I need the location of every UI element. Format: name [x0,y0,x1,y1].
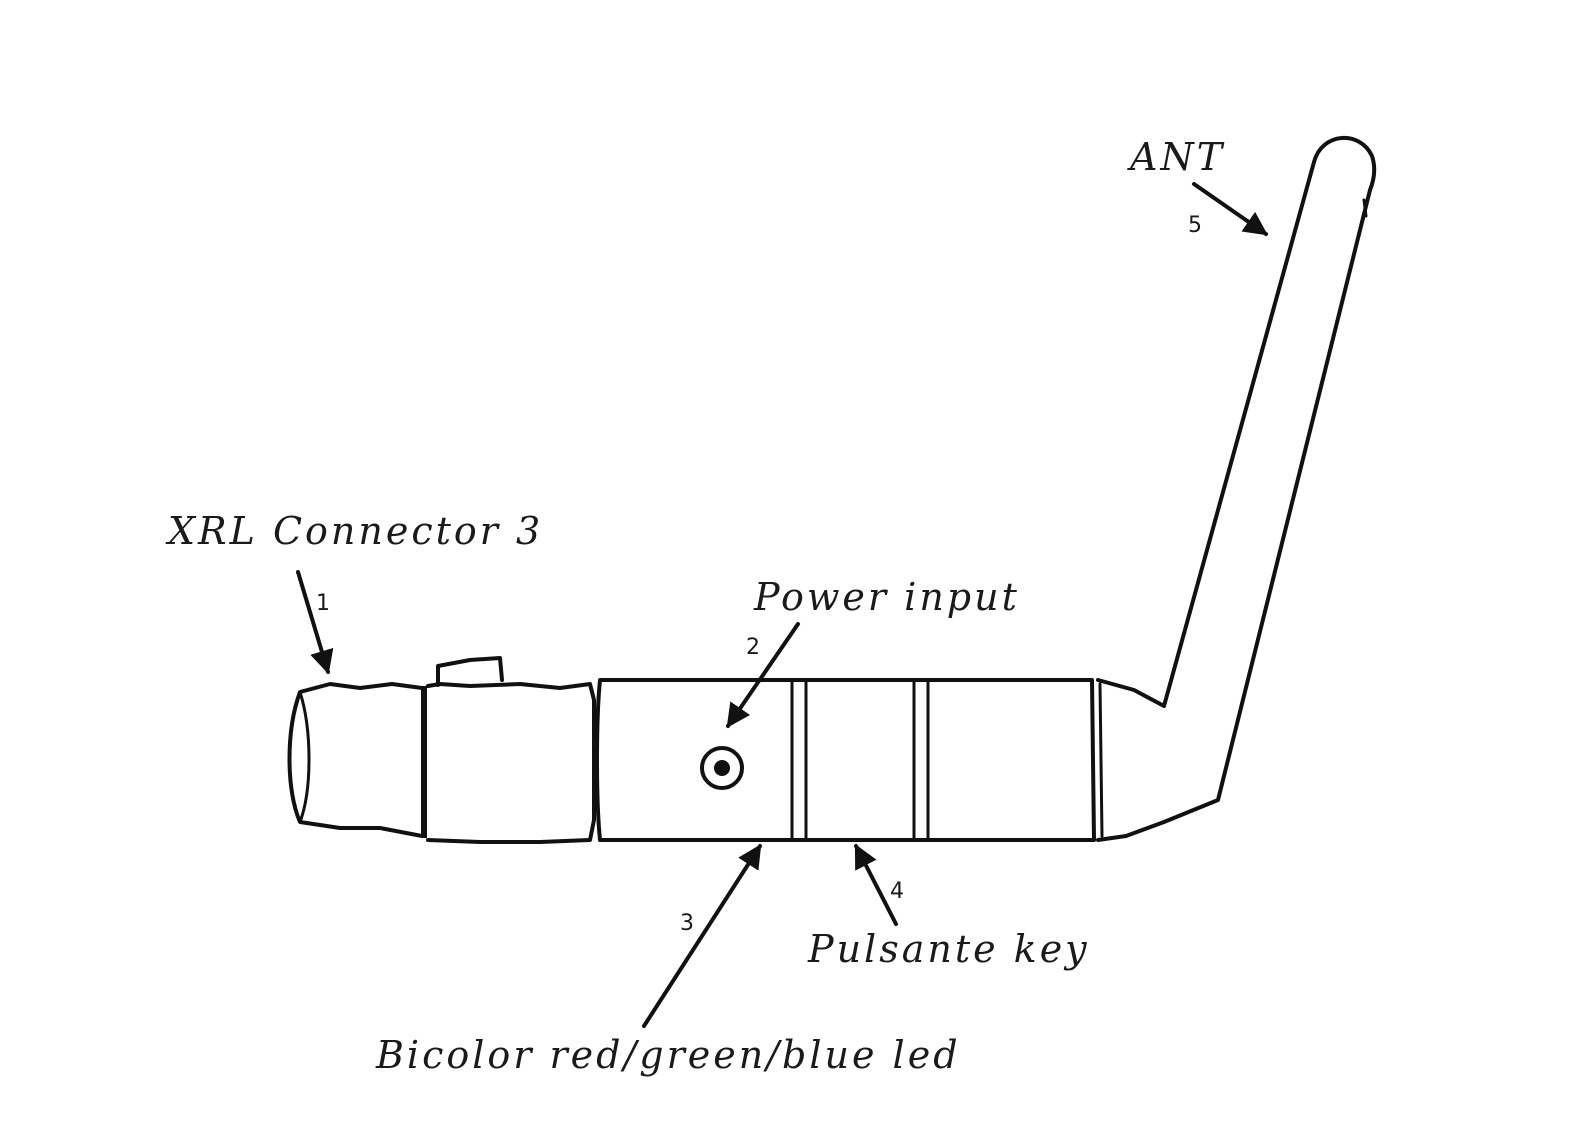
device-body [287,136,1377,844]
antenna-inner-edge [1362,198,1368,218]
xlr-connector-rim [298,690,311,824]
label-pulsante-key: Pulsante key [807,927,1090,971]
power-jack [700,746,744,790]
arrow-bicolor-led [642,843,762,1028]
label-bicolor-led: Bicolor red/green/blue led [375,1033,961,1077]
callout-number-5: 5 [1188,213,1202,238]
antenna-housing [1096,136,1377,842]
arrow-pulsante-key [854,843,898,926]
endcap-seam [1090,680,1096,840]
endcap-seam-2 [1098,682,1104,838]
arrow-xrl-connector [296,570,334,675]
callout-number-2: 2 [746,635,760,660]
label-power-input: Power input [753,575,1020,619]
label-xrl-connector: XRL Connector 3 [165,509,543,553]
callout-number-4: 4 [890,879,904,904]
latch-tab [436,656,504,687]
main-tube [595,678,1096,842]
collar-section [426,682,596,844]
arrow-ant [1192,182,1268,236]
callout-arrows [296,182,1268,1028]
callout-number-3: 3 [680,911,694,936]
arrow-power-input [726,622,800,728]
callout-number-1: 1 [316,591,330,616]
label-ant: ANT [1127,135,1225,179]
